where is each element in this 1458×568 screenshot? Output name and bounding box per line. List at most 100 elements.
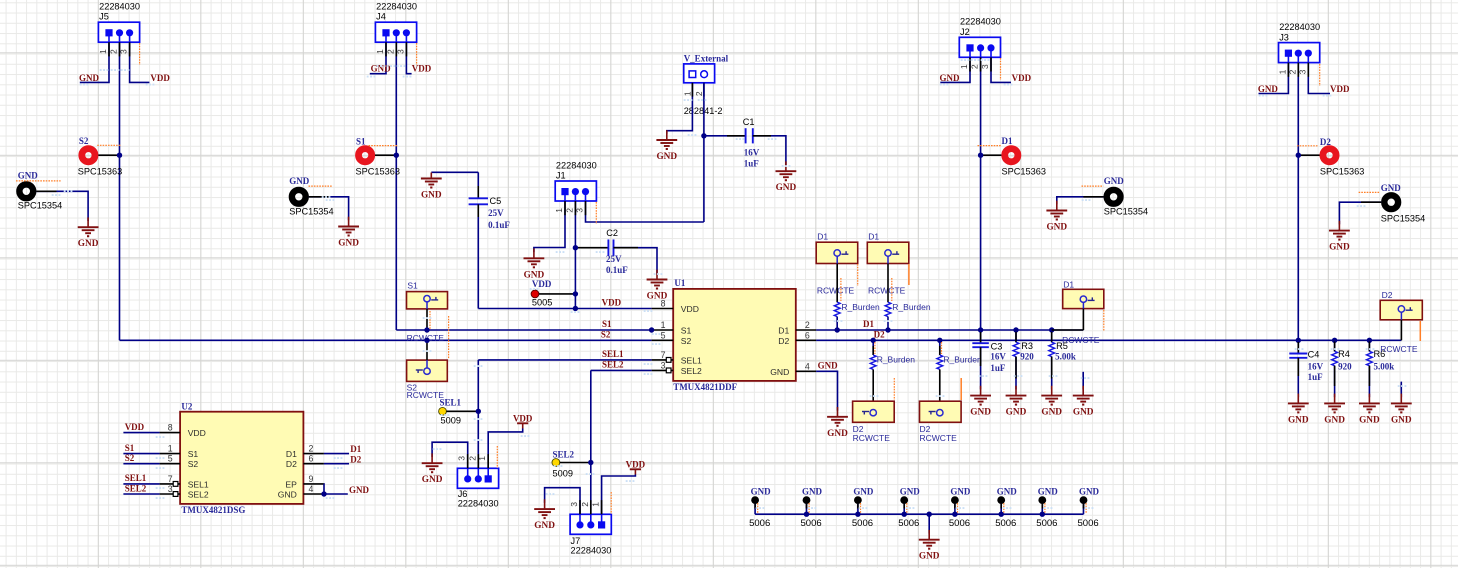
svg-text:GND: GND <box>1258 84 1279 94</box>
svg-text:GND: GND <box>818 361 839 371</box>
svg-text:1: 1 <box>375 49 385 54</box>
svg-text:U2: U2 <box>181 401 192 411</box>
svg-text:4: 4 <box>805 361 810 371</box>
svg-text:SEL1: SEL1 <box>188 479 209 489</box>
svg-text:TMUX4821DDF: TMUX4821DDF <box>673 382 737 392</box>
svg-text:1: 1 <box>661 320 666 330</box>
svg-text:GND: GND <box>900 487 921 497</box>
svg-text:GND: GND <box>421 191 442 201</box>
svg-text:D2: D2 <box>286 459 297 469</box>
svg-text:D2: D2 <box>920 424 931 434</box>
svg-text:J3: J3 <box>1279 32 1289 42</box>
svg-text:RCWCTE: RCWCTE <box>853 433 891 443</box>
svg-text:GND: GND <box>1359 415 1380 425</box>
svg-text:D1: D1 <box>863 319 874 329</box>
svg-text:C3: C3 <box>991 341 1003 351</box>
svg-text:GND: GND <box>349 485 370 495</box>
svg-text:V_External: V_External <box>684 53 729 63</box>
svg-text:2: 2 <box>309 444 314 454</box>
svg-text:C2: C2 <box>606 228 618 238</box>
svg-text:6: 6 <box>309 454 314 464</box>
svg-text:VDD: VDD <box>125 422 145 432</box>
svg-text:GND: GND <box>1104 176 1125 186</box>
svg-text:D1: D1 <box>286 449 297 459</box>
svg-text:GND: GND <box>770 367 789 377</box>
svg-text:C5: C5 <box>490 196 502 206</box>
svg-text:RCWCTE: RCWCTE <box>868 285 906 295</box>
svg-text:1uF: 1uF <box>990 363 1006 373</box>
svg-text:1: 1 <box>477 456 487 461</box>
svg-text:3: 3 <box>1297 69 1307 74</box>
svg-text:R4: R4 <box>1338 349 1350 359</box>
svg-text:5009: 5009 <box>553 469 573 479</box>
svg-text:GND: GND <box>338 239 359 249</box>
svg-text:GND: GND <box>751 487 772 497</box>
svg-text:2: 2 <box>467 456 477 461</box>
svg-text:C1: C1 <box>743 117 755 127</box>
svg-text:22284030: 22284030 <box>960 17 1001 27</box>
svg-text:3: 3 <box>168 484 173 494</box>
svg-text:1: 1 <box>554 208 564 213</box>
svg-text:SEL1: SEL1 <box>125 473 147 483</box>
svg-text:SEL2: SEL2 <box>681 366 702 376</box>
svg-text:VDD: VDD <box>532 279 552 289</box>
svg-text:1: 1 <box>591 502 601 507</box>
svg-text:2: 2 <box>564 208 574 213</box>
svg-text:5006: 5006 <box>898 518 919 529</box>
svg-text:VDD: VDD <box>681 304 699 314</box>
svg-text:GND: GND <box>1006 408 1027 418</box>
svg-text:SPC15363: SPC15363 <box>78 166 122 176</box>
svg-text:SEL1: SEL1 <box>440 398 462 408</box>
svg-text:EP: EP <box>285 479 297 489</box>
svg-text:5006: 5006 <box>852 518 873 529</box>
svg-text:R_Burden: R_Burden <box>877 354 916 364</box>
svg-text:3: 3 <box>661 360 666 370</box>
svg-text:GND: GND <box>371 63 392 73</box>
svg-text:GND: GND <box>534 521 555 531</box>
svg-text:5006: 5006 <box>949 518 970 529</box>
svg-text:D1: D1 <box>1002 136 1013 146</box>
svg-text:GND: GND <box>940 73 961 83</box>
svg-text:16V: 16V <box>990 352 1006 362</box>
svg-text:3: 3 <box>119 49 129 54</box>
svg-text:D1: D1 <box>1063 279 1074 289</box>
svg-text:VDD: VDD <box>412 63 432 73</box>
svg-text:R_Burden: R_Burden <box>943 354 982 364</box>
svg-text:GND: GND <box>289 176 310 186</box>
svg-text:RCWCTE: RCWCTE <box>920 433 958 443</box>
svg-text:S2: S2 <box>601 330 611 340</box>
svg-text:S1: S1 <box>681 326 692 336</box>
svg-text:SEL2: SEL2 <box>553 450 575 460</box>
svg-text:VDD: VDD <box>1012 73 1032 83</box>
svg-text:GND: GND <box>827 429 848 439</box>
svg-text:J4: J4 <box>376 12 386 22</box>
svg-text:S1: S1 <box>407 281 418 291</box>
svg-text:D2: D2 <box>778 336 789 346</box>
svg-text:RCWCTE: RCWCTE <box>407 333 445 343</box>
svg-text:GND: GND <box>997 487 1018 497</box>
svg-text:SPC15363: SPC15363 <box>356 167 400 177</box>
svg-text:SEL2: SEL2 <box>188 489 209 499</box>
svg-text:SPC15363: SPC15363 <box>1320 167 1364 177</box>
svg-text:VDD: VDD <box>513 413 533 423</box>
svg-text:6: 6 <box>805 330 810 340</box>
svg-text:SEL1: SEL1 <box>602 349 624 359</box>
svg-text:25V: 25V <box>606 254 622 264</box>
svg-text:VDD: VDD <box>188 428 206 438</box>
svg-text:5006: 5006 <box>1078 518 1099 529</box>
svg-text:5006: 5006 <box>749 518 770 529</box>
svg-text:2: 2 <box>805 320 810 330</box>
svg-text:D1: D1 <box>868 231 879 241</box>
svg-text:S2: S2 <box>125 453 135 463</box>
svg-text:R5: R5 <box>1056 341 1068 351</box>
svg-text:GND: GND <box>776 183 797 193</box>
svg-text:J2: J2 <box>960 27 970 37</box>
svg-text:SPC15354: SPC15354 <box>1381 214 1425 224</box>
svg-text:S1: S1 <box>125 443 135 453</box>
svg-text:GND: GND <box>79 73 100 83</box>
svg-text:D1: D1 <box>350 444 361 454</box>
svg-text:22284030: 22284030 <box>376 1 417 11</box>
svg-text:S2: S2 <box>407 382 418 392</box>
svg-text:D2: D2 <box>874 330 885 340</box>
svg-text:9: 9 <box>309 474 314 484</box>
